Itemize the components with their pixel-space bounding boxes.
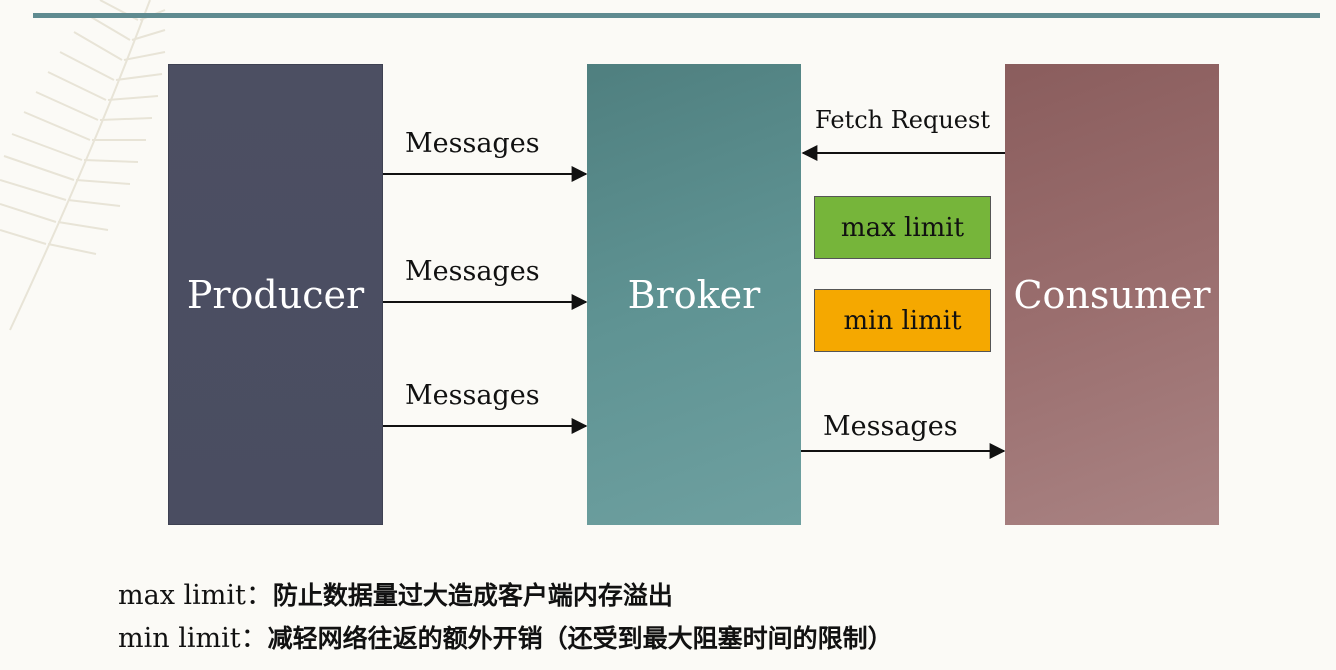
- fetch-request-label: Fetch Request: [815, 106, 990, 134]
- consumer-messages-label: Messages: [823, 411, 958, 442]
- broker-label: Broker: [627, 272, 761, 317]
- messages-label-1: Messages: [405, 128, 540, 159]
- note-max-limit-term: max limit：: [118, 580, 273, 611]
- note-min-limit-desc: 减轻网络往返的额外开销（还受到最大阻塞时间的限制）: [267, 624, 893, 653]
- max-limit-label: max limit: [840, 212, 965, 243]
- messages-label-3: Messages: [405, 380, 540, 411]
- note-max-limit: max limit：防止数据量过大造成客户端内存溢出: [118, 573, 673, 612]
- consumer-box: Consumer: [1005, 64, 1219, 525]
- note-min-limit-term: min limit：: [118, 623, 268, 654]
- producer-box: Producer: [168, 64, 383, 525]
- leaf-decoration: [0, 0, 166, 331]
- note-min-limit: min limit：减轻网络往返的额外开销（还受到最大阻塞时间的限制）: [118, 616, 893, 655]
- max-limit-box: max limit: [814, 196, 991, 259]
- consumer-label: Consumer: [1013, 272, 1211, 317]
- producer-label: Producer: [186, 272, 365, 317]
- top-divider: [33, 13, 1320, 18]
- min-limit-label: min limit: [843, 305, 962, 336]
- note-max-limit-desc: 防止数据量过大造成客户端内存溢出: [272, 581, 673, 610]
- messages-label-2: Messages: [405, 256, 540, 287]
- min-limit-box: min limit: [814, 289, 991, 352]
- broker-box: Broker: [587, 64, 801, 525]
